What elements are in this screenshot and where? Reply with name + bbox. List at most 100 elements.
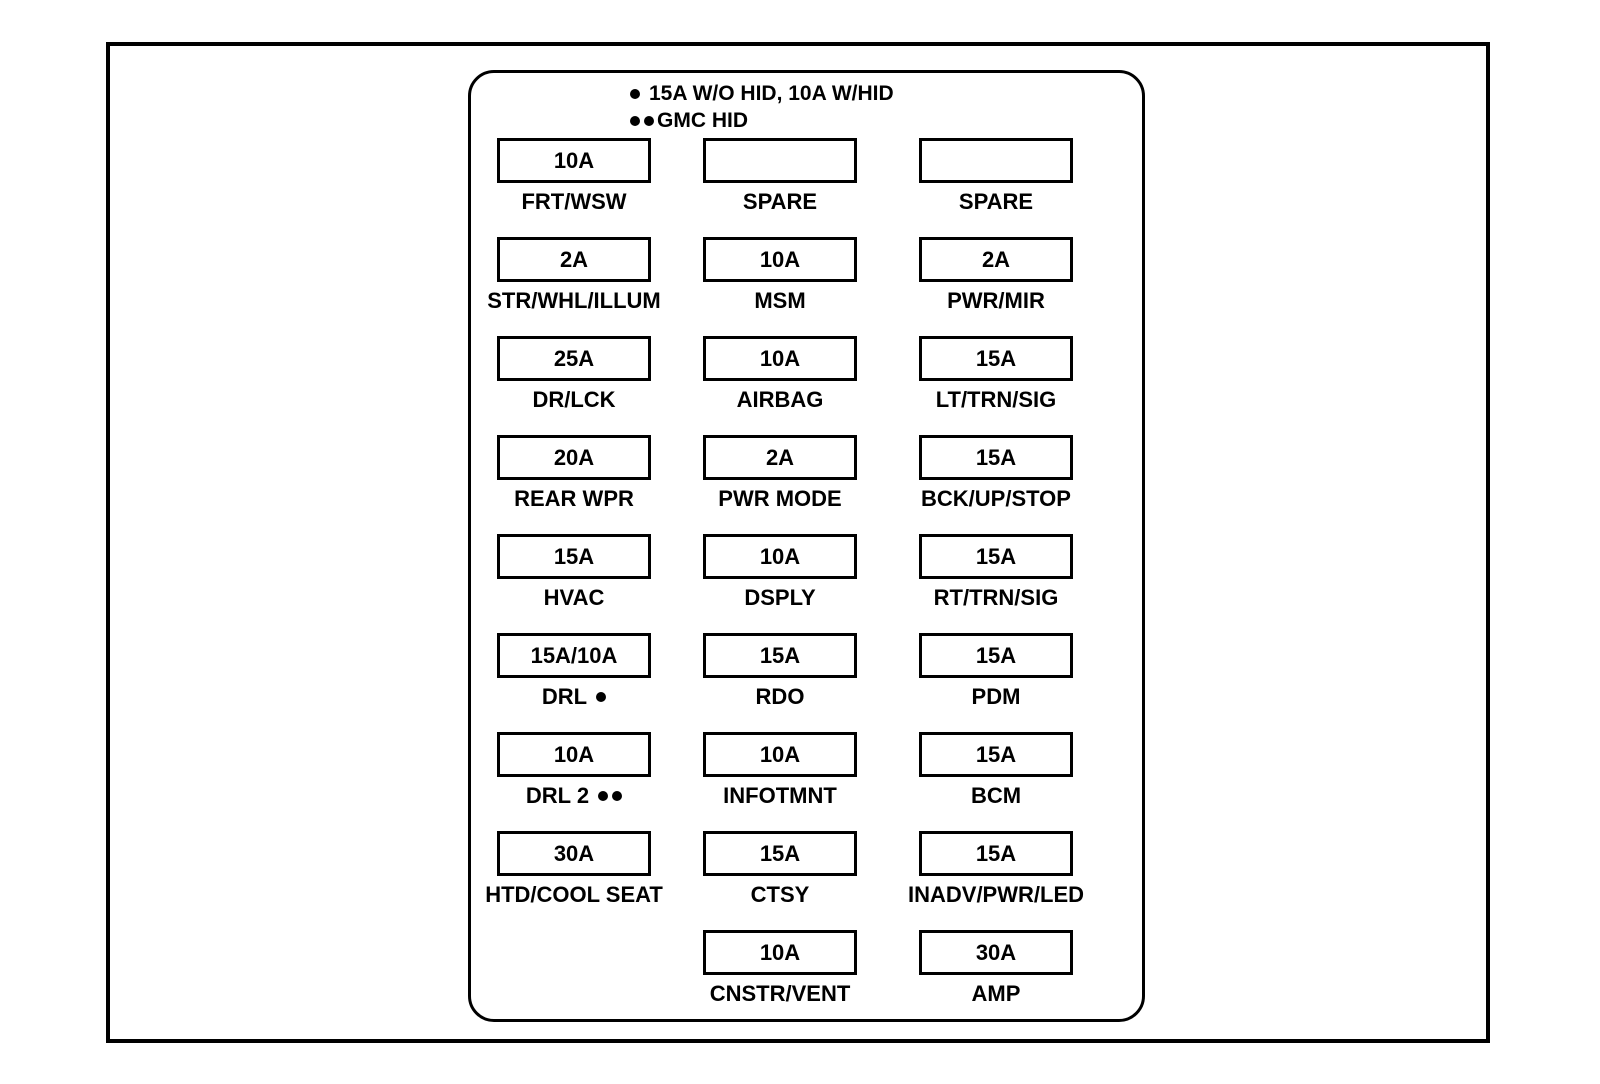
fuse-label-row: REAR WPR	[514, 486, 634, 512]
bullet-dot-icon	[612, 791, 623, 801]
fuse-cell: 2A PWR MODE	[703, 435, 857, 512]
fuse-label-row: INADV/PWR/LED	[908, 882, 1084, 908]
fuse-panel: 15A W/O HID, 10A W/HID GMC HID 10A FRT/W…	[468, 70, 1145, 1022]
fuse-label-row: AMP	[972, 981, 1021, 1007]
fuse-cell: 15A INADV/PWR/LED	[908, 831, 1084, 908]
fuse-label: SPARE	[742, 189, 818, 214]
fuse-label: BCM	[970, 783, 1022, 808]
fuse-amp-box: 10A	[703, 930, 857, 975]
fuse-label: BCK/UP/STOP	[921, 486, 1071, 511]
fuse-cell: 10A DRL 2	[497, 732, 651, 809]
fuse-amp-box: 15A	[919, 534, 1073, 579]
fuse-cell: 2A STR/WHL/ILLUM	[487, 237, 661, 314]
fuse-amp-box: 10A	[703, 336, 857, 381]
legend: 15A W/O HID, 10A W/HID GMC HID	[630, 80, 894, 134]
fuse-label-row: PDM	[972, 684, 1021, 710]
fuse-amp-rating: 15A	[975, 840, 1017, 866]
fuse-bullet-icon	[596, 692, 607, 702]
fuse-cell: 15A PDM	[919, 633, 1073, 710]
legend-text: GMC HID	[657, 108, 748, 132]
fuse-amp-box: 10A	[497, 138, 651, 183]
fuse-amp-rating: 30A	[553, 840, 595, 866]
fuse-amp-box: 15A	[703, 633, 857, 678]
diagram-frame: 15A W/O HID, 10A W/HID GMC HID 10A FRT/W…	[106, 42, 1490, 1043]
fuse-label-row: MSM	[754, 288, 805, 314]
fuse-label: PWR MODE	[718, 486, 842, 511]
fuse-amp-rating: 15A	[975, 741, 1017, 767]
fuse-label-row: BCK/UP/STOP	[921, 486, 1071, 512]
fuse-amp-box: 15A/10A	[497, 633, 651, 678]
fuse-amp-rating: 15A	[553, 543, 595, 569]
fuse-label: SPARE	[958, 189, 1034, 214]
fuse-cell: 30A HTD/COOL SEAT	[485, 831, 663, 908]
fuse-amp-box: 15A	[919, 831, 1073, 876]
bullet-dot-icon	[630, 88, 640, 99]
fuse-cell: 10A DSPLY	[703, 534, 857, 611]
fuse-amp-box	[703, 138, 857, 183]
fuse-label: AMP	[971, 981, 1021, 1006]
fuse-label-row: CNSTR/VENT	[710, 981, 851, 1007]
fuse-cell: 10A AIRBAG	[703, 336, 857, 413]
fuse-label: INFOTMNT	[723, 783, 837, 808]
fuse-amp-rating: 10A	[759, 939, 801, 965]
fuse-label-row: DSPLY	[744, 585, 815, 611]
fuse-cell: 10A MSM	[703, 237, 857, 314]
fuse-label: DR/LCK	[532, 387, 616, 412]
fuse-label-row: CTSY	[751, 882, 810, 908]
fuse-cell: 10A FRT/WSW	[497, 138, 651, 215]
bullet-dot-icon	[644, 115, 654, 126]
fuse-cell: 15A HVAC	[497, 534, 651, 611]
fuse-cell: 15A BCK/UP/STOP	[919, 435, 1073, 512]
fuse-amp-box: 15A	[919, 732, 1073, 777]
fuse-amp-box: 10A	[703, 732, 857, 777]
fuse-label: CTSY	[750, 882, 810, 907]
fuse-label: AIRBAG	[736, 387, 824, 412]
fuse-label: RT/TRN/SIG	[933, 585, 1059, 610]
fuse-amp-rating: 15A	[975, 543, 1017, 569]
fuse-amp-rating: 15A	[975, 444, 1017, 470]
fuse-cell: 20A REAR WPR	[497, 435, 651, 512]
fuse-label: DSPLY	[744, 585, 816, 610]
fuse-label: LT/TRN/SIG	[935, 387, 1057, 412]
fuse-label-row: DRL 2	[525, 783, 623, 809]
fuse-amp-rating: 25A	[553, 345, 595, 371]
fuse-cell: 30A AMP	[919, 930, 1073, 1007]
fuse-amp-rating: 10A	[759, 246, 801, 272]
fuse-column-right: SPARE 2A PWR/MIR 15A LT/TRN/SIG 15A BCK/…	[908, 138, 1084, 1007]
fuse-label: MSM	[754, 288, 806, 313]
fuse-amp-rating: 10A	[759, 741, 801, 767]
fuse-amp-rating: 2A	[765, 444, 795, 470]
fuse-amp-box: 15A	[497, 534, 651, 579]
fuse-amp-box: 10A	[703, 237, 857, 282]
fuse-amp-box: 2A	[497, 237, 651, 282]
fuse-cell: 25A DR/LCK	[497, 336, 651, 413]
fuse-label-row: AIRBAG	[737, 387, 824, 413]
fuse-label-row: SPARE	[959, 189, 1033, 215]
fuse-amp-box: 10A	[497, 732, 651, 777]
fuse-cell: 10A CNSTR/VENT	[703, 930, 857, 1007]
fuse-label: HTD/COOL SEAT	[485, 882, 663, 907]
fuse-label-row: LT/TRN/SIG	[936, 387, 1057, 413]
fuse-cell: 15A RT/TRN/SIG	[919, 534, 1073, 611]
fuse-amp-box: 20A	[497, 435, 651, 480]
fuse-cell: SPARE	[703, 138, 857, 215]
fuse-label: FRT/WSW	[521, 189, 627, 214]
fuse-label: DRL 2	[525, 783, 590, 808]
legend-bullet-icon	[630, 115, 654, 126]
fuse-amp-rating: 15A	[759, 642, 801, 668]
fuse-amp-rating: 10A	[553, 147, 595, 173]
fuse-label: PDM	[971, 684, 1021, 709]
fuse-amp-box: 15A	[919, 336, 1073, 381]
legend-text: 15A W/O HID, 10A W/HID	[649, 81, 894, 105]
legend-line: 15A W/O HID, 10A W/HID	[630, 80, 894, 107]
fuse-amp-box: 10A	[703, 534, 857, 579]
fuse-amp-rating: 10A	[759, 345, 801, 371]
fuse-label-row: SPARE	[743, 189, 817, 215]
fuse-label: RDO	[755, 684, 805, 709]
fuse-label: CNSTR/VENT	[709, 981, 851, 1006]
fuse-label-row: HVAC	[544, 585, 605, 611]
fuse-label-row: INFOTMNT	[723, 783, 837, 809]
fuse-label-row: RDO	[756, 684, 805, 710]
fuse-cell: 15A LT/TRN/SIG	[919, 336, 1073, 413]
fuse-cell: SPARE	[919, 138, 1073, 215]
